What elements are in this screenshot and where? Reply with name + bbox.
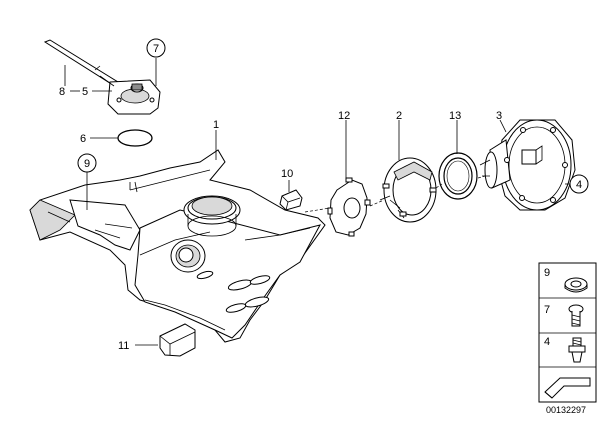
callout-12: 12 xyxy=(338,110,350,122)
part-10-clip xyxy=(279,189,303,211)
fastener-legend: 9 7 4 xyxy=(538,262,597,403)
callout-11: 11 xyxy=(118,340,129,352)
part-2-clamp-ring xyxy=(379,157,437,223)
part-5-sender-unit xyxy=(99,75,161,115)
callout-4: 4 xyxy=(576,179,582,191)
part-8-rod xyxy=(43,39,119,86)
callout-2: 2 xyxy=(396,110,402,122)
part-13-seal-ring xyxy=(438,152,478,200)
part-6-seal-ring xyxy=(117,129,153,147)
part-12-lock-ring xyxy=(327,177,371,237)
legend-label-9: 9 xyxy=(544,267,550,279)
part-11-bracket xyxy=(159,323,196,357)
leader-lines xyxy=(64,58,572,346)
diagram-reference-number: 00132297 xyxy=(546,405,586,415)
callout-6: 6 xyxy=(80,133,86,145)
callout-4-circle xyxy=(569,174,589,194)
profile-bracket-icon xyxy=(544,377,591,399)
callout-5: 5 xyxy=(82,86,88,98)
legend-label-7: 7 xyxy=(544,304,550,316)
screw-icon xyxy=(568,304,584,327)
bolt-icon xyxy=(568,337,586,363)
callouts: 1 7 8 5 6 9 10 11 12 2 13 3 4 xyxy=(59,38,589,352)
callout-13: 13 xyxy=(449,110,461,122)
callout-7-circle xyxy=(146,38,166,58)
legend-label-4: 4 xyxy=(544,336,550,348)
callout-3: 3 xyxy=(496,110,502,122)
part-1-tank xyxy=(29,149,326,343)
callout-10: 10 xyxy=(281,168,293,180)
part-3-cover xyxy=(479,119,576,211)
callout-9: 9 xyxy=(84,158,90,170)
callout-8: 8 xyxy=(59,86,65,98)
callout-1: 1 xyxy=(213,119,219,131)
callout-7: 7 xyxy=(153,43,159,55)
nut-icon xyxy=(564,277,588,293)
callout-9-circle xyxy=(77,153,97,173)
